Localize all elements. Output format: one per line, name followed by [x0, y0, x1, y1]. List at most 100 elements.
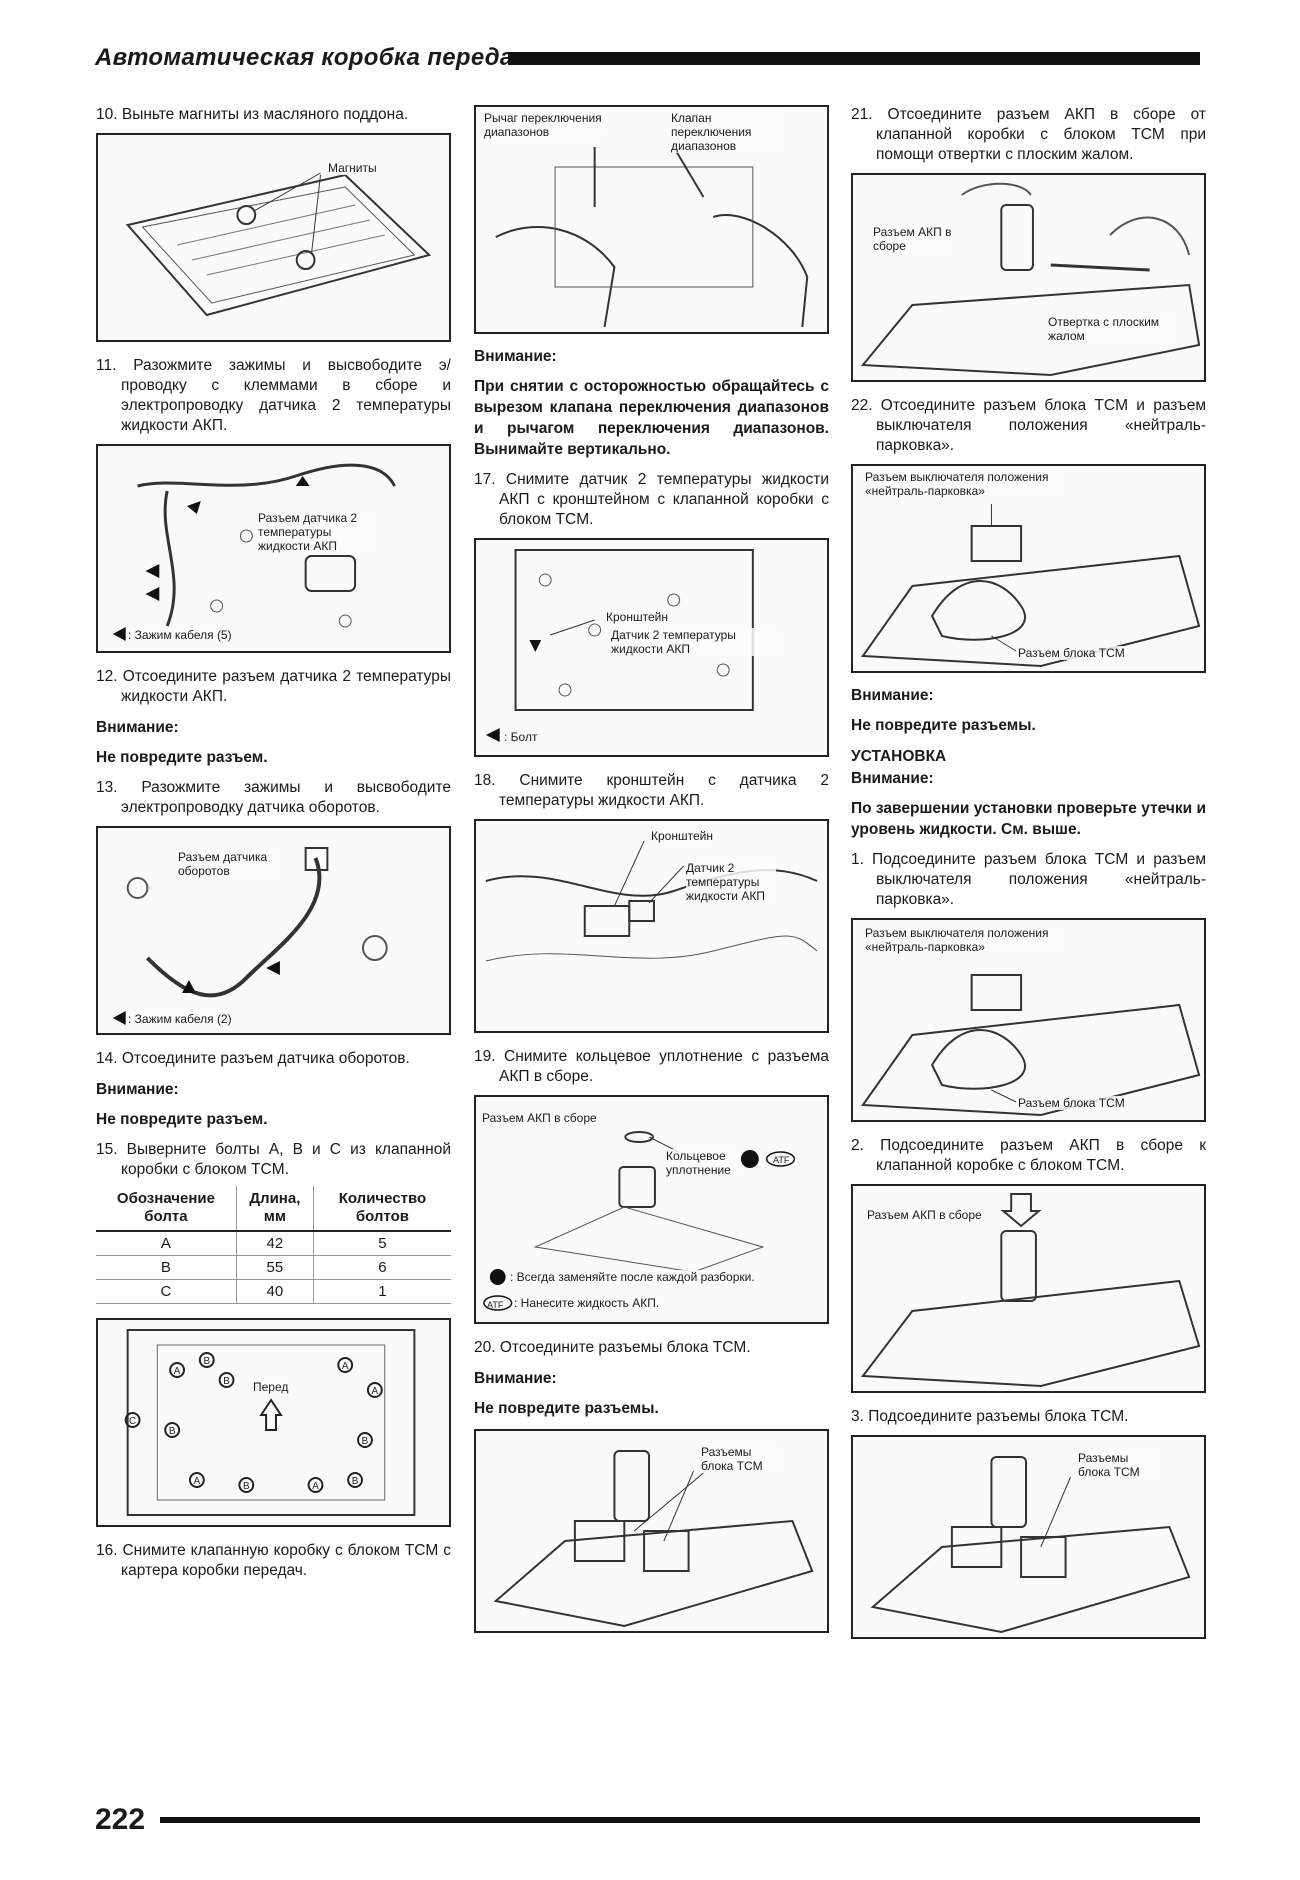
- figure-oil-pan-magnets: Магниты: [96, 133, 451, 342]
- table-cell: A: [96, 1231, 237, 1256]
- label-tcm-connector: Разъем блока TCM: [1018, 1096, 1125, 1110]
- switch-illustration: [861, 504, 1201, 668]
- legend-replace: : Всегда заменяйте после каждой разборки…: [510, 1270, 755, 1284]
- page-number: 222: [95, 1803, 146, 1836]
- table-row: A 42 5: [96, 1231, 451, 1256]
- step-16: 16. Снимите клапанную коробку с блоком T…: [96, 1542, 451, 1579]
- label-speed-connector: Разъем датчика оборотов: [178, 850, 278, 878]
- warning-text: При снятии с осторожностью обращайтесь с…: [474, 378, 829, 458]
- warning-heading: Внимание:: [96, 719, 179, 736]
- label-screwdriver: Отвертка с плоским жалом: [1048, 315, 1178, 343]
- label-tcm-connectors: Разъемы блока TCM: [701, 1445, 781, 1473]
- warning-text: Не повредите разъемы.: [474, 1400, 659, 1417]
- label-sensor-connector: Разъем датчика 2 температуры жидкости АК…: [258, 511, 378, 553]
- section-installation: УСТАНОВКА: [851, 748, 947, 765]
- step-21: 21. Отсоедините разъем АКП в сборе от кл…: [851, 106, 1206, 163]
- figure-install-atf-connector: Разъем АКП в сборе: [851, 1184, 1206, 1393]
- label-temp-sensor: Датчик 2 температуры жидкости АКП: [611, 628, 781, 656]
- step-18: 18. Снимите кронштейн с датчика 2 темпер…: [474, 772, 829, 809]
- table-cell: 42: [235, 1231, 314, 1256]
- figure-bracket-removal: Кронштейн Датчик 2 температуры жидкости …: [474, 819, 829, 1033]
- bolts-table: Обозначение болта Длина, мм Количество б…: [96, 1186, 451, 1304]
- svg-text:B: B: [169, 1426, 176, 1437]
- label-front: Перед: [253, 1380, 289, 1394]
- badge-atf: ATF: [773, 1155, 790, 1165]
- install-switch-illustration: [861, 974, 1201, 1117]
- label-tcm-connector: Разъем блока TCM: [1018, 646, 1125, 660]
- svg-text:A: A: [174, 1366, 181, 1377]
- warning-text: Не повредите разъемы.: [851, 717, 1036, 734]
- step-14: 14. Отсоедините разъем датчика оборотов.: [96, 1050, 410, 1067]
- warning-heading: Внимание:: [96, 1081, 179, 1098]
- step-10: 10. Выньте магниты из масляного поддона.: [96, 106, 409, 123]
- install-tcm-illustration: [870, 1456, 1191, 1634]
- footer-rule: [160, 1817, 1200, 1823]
- legend-cable-clamp-5: : Зажим кабеля (5): [128, 628, 232, 642]
- screwdriver-illustration: [860, 182, 1201, 377]
- step-12: 12. Отсоедините разъем датчика 2 темпера…: [96, 668, 451, 705]
- legend-bolt: : Болт: [504, 730, 538, 744]
- warning-heading: Внимание:: [851, 687, 934, 704]
- warning-heading: Внимание:: [474, 1370, 557, 1387]
- svg-text:A: A: [312, 1481, 319, 1492]
- legend-cable-clamp-2: : Зажим кабеля (2): [128, 1012, 232, 1026]
- label-manual-valve: Клапан переключения диапазонов: [671, 111, 781, 153]
- install-step-2: 2. Подсоедините разъем АКП в сборе к кла…: [851, 1137, 1206, 1174]
- table-cell: C: [96, 1279, 237, 1304]
- table-cell: B: [96, 1255, 237, 1280]
- figure-manual-valve: Рычаг переключения диапазонов Клапан пер…: [474, 105, 829, 334]
- figure-tcm-connectors: Разъемы блока TCM: [474, 1429, 829, 1633]
- page-header-title: Автоматическая коробка передач: [95, 44, 527, 71]
- figure-install-switch: Разъем выключателя положения «нейтраль-п…: [851, 918, 1206, 1122]
- install-step-3: 3. Подсоедините разъемы блока TCM.: [851, 1408, 1129, 1425]
- label-park-neutral-connector: Разъем выключателя положения «нейтраль-п…: [865, 470, 1065, 498]
- svg-text:B: B: [352, 1476, 359, 1487]
- figure-park-neutral-switch: Разъем выключателя положения «нейтраль-п…: [851, 464, 1206, 673]
- step-11: 11. Разожмите зажимы и высвободите э/про…: [96, 357, 451, 434]
- header-rule: [508, 52, 1200, 65]
- svg-text:B: B: [223, 1376, 230, 1387]
- tcm-connectors-illustration: [493, 1450, 814, 1628]
- label-magnets: Магниты: [328, 161, 377, 175]
- warning-heading: Внимание:: [474, 348, 557, 365]
- svg-text:B: B: [203, 1356, 210, 1367]
- figure-install-tcm: Разъемы блока TCM: [851, 1435, 1206, 1639]
- warning-heading: Внимание:: [851, 770, 934, 787]
- label-range-lever: Рычаг переключения диапазонов: [484, 111, 604, 139]
- label-o-ring: Кольцевое уплотнение: [666, 1149, 741, 1177]
- table-cell: 6: [312, 1255, 451, 1280]
- table-cell: 5: [312, 1231, 451, 1256]
- column-right: 21. Отсоедините разъем АКП в сборе от кл…: [851, 105, 1206, 1653]
- o-ring-illustration: [483, 1131, 796, 1311]
- step-13: 13. Разожмите зажимы и высвободите элект…: [96, 779, 451, 816]
- svg-text:B: B: [243, 1481, 250, 1492]
- label-bracket: Кронштейн: [606, 610, 668, 624]
- oil-pan-illustration: [125, 172, 432, 317]
- label-tcm-connectors: Разъемы блока TCM: [1078, 1451, 1158, 1479]
- step-17: 17. Снимите датчик 2 температуры жидкост…: [474, 471, 829, 528]
- table-row: B 55 6: [96, 1255, 451, 1280]
- step-22: 22. Отсоедините разъем блока TCM и разъе…: [851, 397, 1206, 454]
- label-temp-sensor: Датчик 2 температуры жидкости АКП: [686, 861, 776, 903]
- install-atf-illustration: [860, 1193, 1201, 1388]
- label-bracket: Кронштейн: [651, 829, 713, 843]
- figure-atf-connector-screwdriver: Разъем АКП в сборе Отвертка с плоским жа…: [851, 173, 1206, 382]
- badge-atf: ATF: [487, 1300, 504, 1310]
- warning-text: Не повредите разъем.: [96, 1111, 268, 1128]
- step-15: 15. Выверните болты A, B и C из клапанно…: [96, 1141, 451, 1178]
- table-header: Количество болтов: [312, 1186, 451, 1232]
- table-header: Обозначение болта: [96, 1186, 237, 1232]
- valve-removal-illustration: [495, 146, 809, 328]
- svg-text:A: A: [194, 1476, 201, 1487]
- figure-o-ring: Разъем АКП в сборе Кольцевое уплотнение …: [474, 1095, 829, 1324]
- label-atf-connector: Разъем АКП в сборе: [873, 225, 953, 253]
- table-cell: 55: [235, 1255, 314, 1280]
- table-cell: 1: [312, 1279, 451, 1304]
- svg-text:B: B: [362, 1436, 369, 1447]
- step-20: 20. Отсоедините разъемы блока TCM.: [474, 1339, 751, 1356]
- svg-text:A: A: [372, 1386, 379, 1397]
- table-row: C 40 1: [96, 1279, 451, 1304]
- install-step-1: 1. Подсоедините разъем блока TCM и разъе…: [851, 851, 1206, 908]
